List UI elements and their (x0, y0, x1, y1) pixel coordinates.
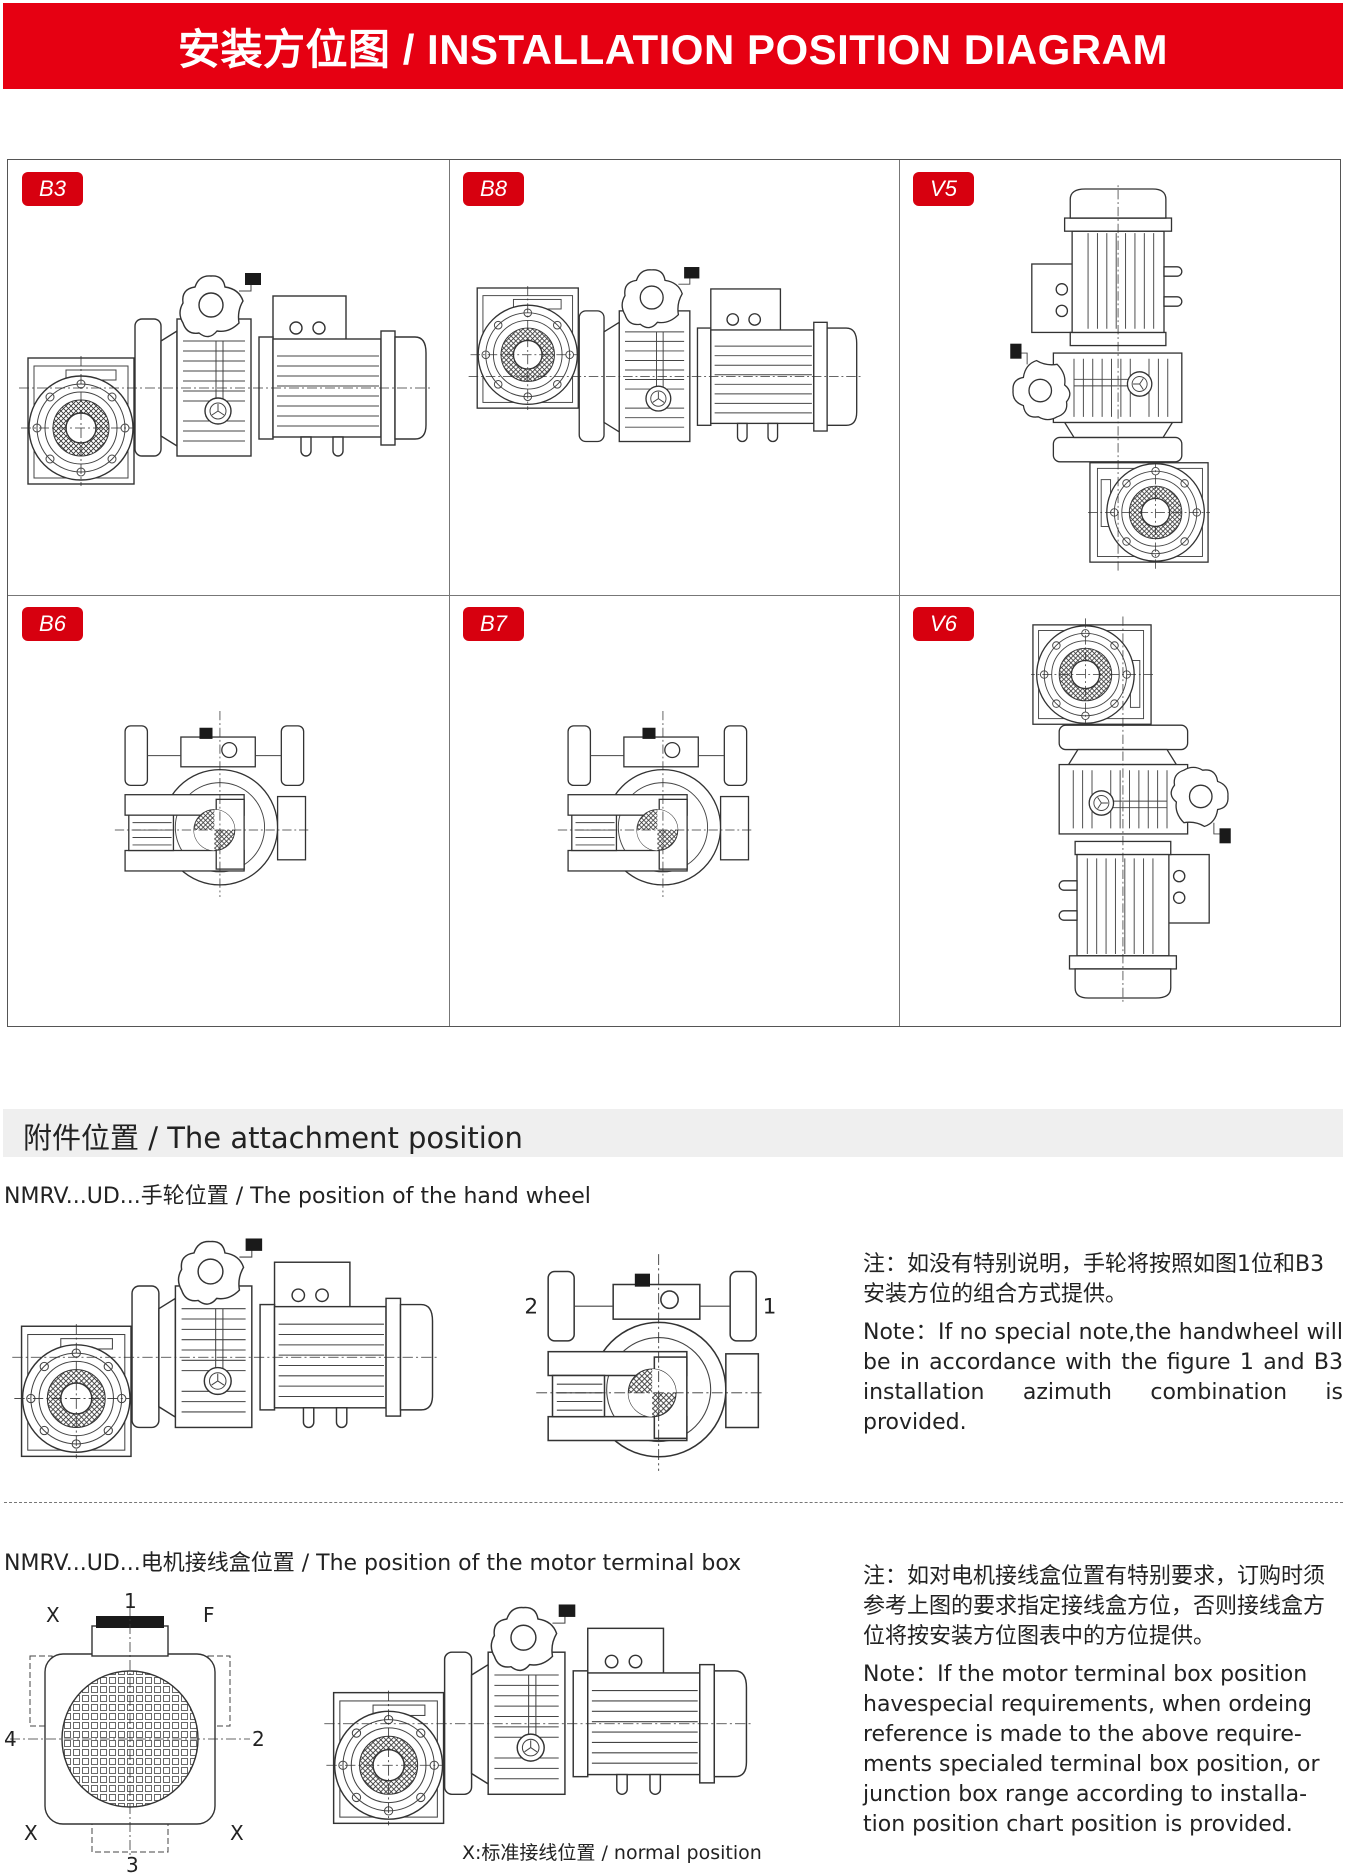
terminal-position-4: 4 (4, 1727, 17, 1751)
end-view-drawing (114, 711, 311, 897)
terminal-box-note: 注：如对电机接线盒位置有特别要求，订购时须参考上图的要求指定接线盒方位，否则接线… (863, 1562, 1343, 1840)
position-cell-b8: B8 (449, 160, 899, 595)
position-badge: B3 (22, 172, 83, 206)
terminal-position-2: 2 (252, 1727, 265, 1751)
terminal-position-f: F (203, 1603, 215, 1627)
hand-wheel-side-drawing (11, 1237, 441, 1460)
b8-drawing (467, 266, 865, 443)
end-view-drawing (535, 1253, 765, 1472)
position-badge: B7 (463, 607, 524, 641)
terminal-box-side-drawing (323, 1603, 755, 1827)
section-divider (4, 1502, 1343, 1503)
terminal-box-lid (96, 1616, 164, 1628)
hand-wheel-position-2-label: 2 (524, 1295, 538, 1320)
hand-wheel-end-drawing: 2 1 (524, 1253, 777, 1472)
grid-divider (899, 160, 900, 1026)
title-banner: 安装方位图 / INSTALLATION POSITION DIAGRAM (3, 3, 1343, 89)
gearbox-drawing (325, 1689, 452, 1827)
terminal-position-x-bottom-left: X (24, 1821, 38, 1845)
hand-wheel-note-en: Note：If no special note,the handwheel wi… (863, 1320, 1343, 1435)
terminal-position-x-top-left: X (46, 1603, 60, 1627)
terminal-box-note-cn: 注：如对电机接线盒位置有特别要求，订购时须参考上图的要求指定接线盒方位，否则接线… (863, 1564, 1326, 1649)
terminal-position-x-bottom-right: X (230, 1821, 244, 1845)
position-badge: V6 (913, 607, 974, 641)
b6-drawing (114, 711, 311, 897)
hand-wheel-heading: NMRV...UD...手轮位置 / The position of the h… (4, 1184, 591, 1209)
attachment-section-header: 附件位置 / The attachment position (3, 1109, 1343, 1157)
position-cell-v5: V5 (899, 160, 1342, 595)
installation-position-grid: B3 B8 V5 B6 B7 V6 (7, 159, 1341, 1027)
v6-drawing (1030, 615, 1232, 1006)
hand-wheel-position-1-label: 1 (763, 1295, 777, 1320)
hand-wheel-note: 注：如没有特别说明，手轮将按照如图1位和B3安装方位的组合方式提供。 Note：… (863, 1250, 1343, 1438)
grid-divider (449, 160, 450, 1026)
position-badge: B8 (463, 172, 524, 206)
hand-wheel-note-cn: 注：如没有特别说明，手轮将按照如图1位和B3安装方位的组合方式提供。 (863, 1252, 1325, 1307)
position-badge: B6 (22, 607, 83, 641)
terminal-box-position-drawing: 1 X F 4 2 X X 3 (4, 1589, 265, 1874)
terminal-position-3: 3 (126, 1853, 139, 1874)
position-cell-b7: B7 (449, 595, 899, 1028)
normal-position-caption: X:标准接线位置 / normal position (462, 1842, 762, 1864)
position-cell-b3: B3 (8, 160, 449, 595)
gearbox-drawing (13, 1323, 139, 1460)
gearbox-drawing (20, 355, 142, 487)
terminal-box-heading: NMRV...UD...电机接线盒位置 / The position of th… (4, 1551, 742, 1576)
position-cell-b6: B6 (8, 595, 449, 1028)
gearbox-drawing (1030, 617, 1154, 732)
end-view-drawing (557, 711, 754, 897)
position-cell-v6: V6 (899, 595, 1342, 1028)
position-badge: V5 (913, 172, 974, 206)
grid-divider (8, 595, 1340, 596)
gearbox-drawing (1087, 455, 1211, 570)
b3-drawing (18, 272, 434, 487)
b7-drawing (557, 711, 754, 897)
v5-drawing (1009, 181, 1211, 572)
terminal-position-1: 1 (124, 1589, 137, 1613)
gearbox-drawing (469, 285, 586, 411)
terminal-box-note-en: Note：If the motor terminal box position … (863, 1662, 1320, 1837)
page-title: 安装方位图 / INSTALLATION POSITION DIAGRAM (178, 25, 1168, 73)
attachment-title: 附件位置 / The attachment position (23, 1121, 523, 1155)
